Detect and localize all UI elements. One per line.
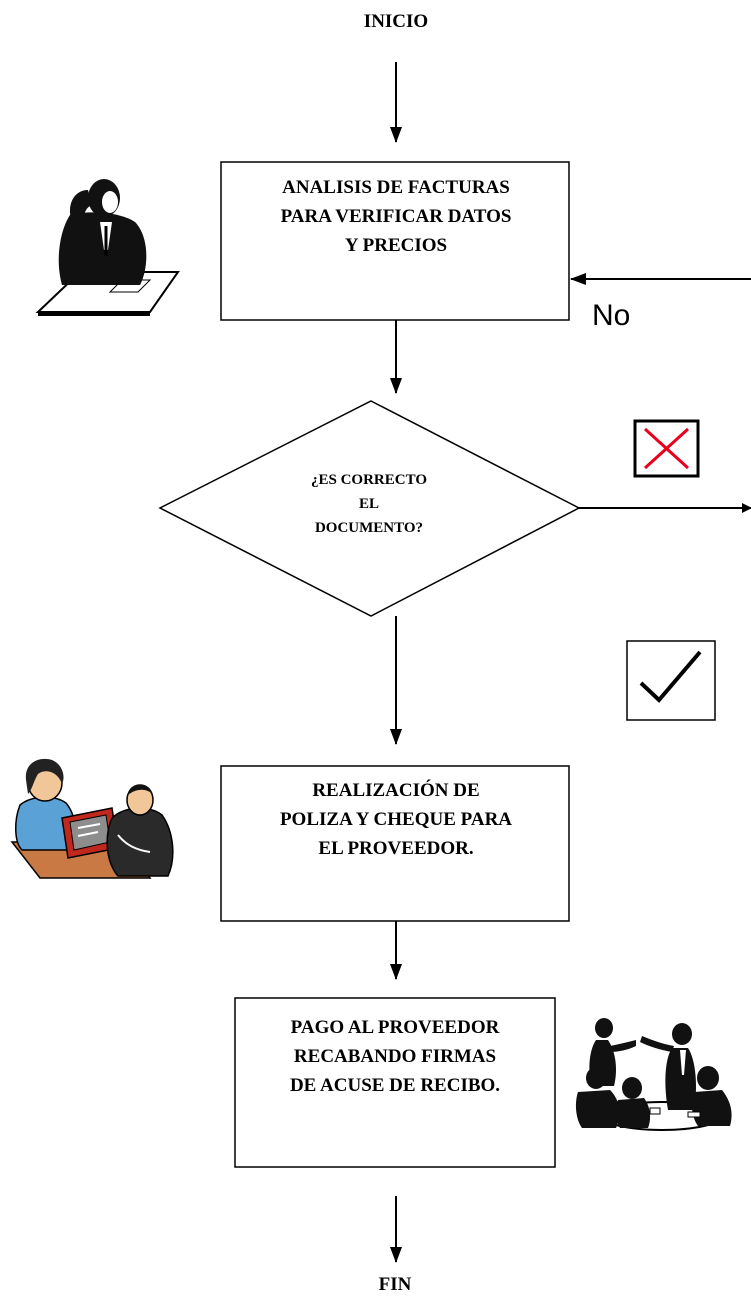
step-payment-line-3: DE ACUSE DE RECIBO. (290, 1075, 500, 1096)
decision-line-3: DOCUMENTO? (315, 520, 423, 536)
step-analysis-line-2: PARA VERIFICAR DATOS (281, 206, 512, 227)
step-analysis-line-1: ANALISIS DE FACTURAS (282, 177, 510, 198)
step-analysis-line-3: Y PRECIOS (345, 235, 447, 256)
step-payment-box (234, 997, 556, 1168)
step-policy-line-2: POLIZA Y CHEQUE PARA (280, 809, 512, 830)
decision-document-correct: ¿ES CORRECTO EL DOCUMENTO? (158, 400, 581, 617)
step-policy-line-1: REALIZACIÓN DE (312, 779, 479, 801)
decision-line-1: ¿ES CORRECTO (311, 472, 427, 488)
woman-and-man-at-computer-clipart (10, 758, 174, 879)
step-payment-line-1: PAGO AL PROVEEDOR (291, 1017, 500, 1038)
step-payment-line-2: RECABANDO FIRMAS (294, 1046, 496, 1067)
check-mark-icon (626, 640, 716, 721)
x-mark-icon (633, 419, 700, 478)
end-label: FIN (379, 1274, 412, 1295)
step-analysis: ANALISIS DE FACTURAS PARA VERIFICAR DATO… (220, 161, 570, 321)
step-policy-check: REALIZACIÓN DE POLIZA Y CHEQUE PARA EL P… (220, 765, 570, 922)
step-policy-line-3: EL PROVEEDOR. (318, 838, 473, 859)
business-meeting-clipart (575, 1018, 732, 1131)
decision-diamond (158, 400, 581, 617)
man-at-desk-on-phone-clipart (35, 179, 180, 316)
step-payment: PAGO AL PROVEEDOR RECABANDO FIRMAS DE AC… (234, 997, 556, 1168)
loop-no-label: No (592, 299, 630, 332)
start-label: INICIO (364, 11, 428, 32)
decision-line-2: EL (359, 496, 379, 512)
